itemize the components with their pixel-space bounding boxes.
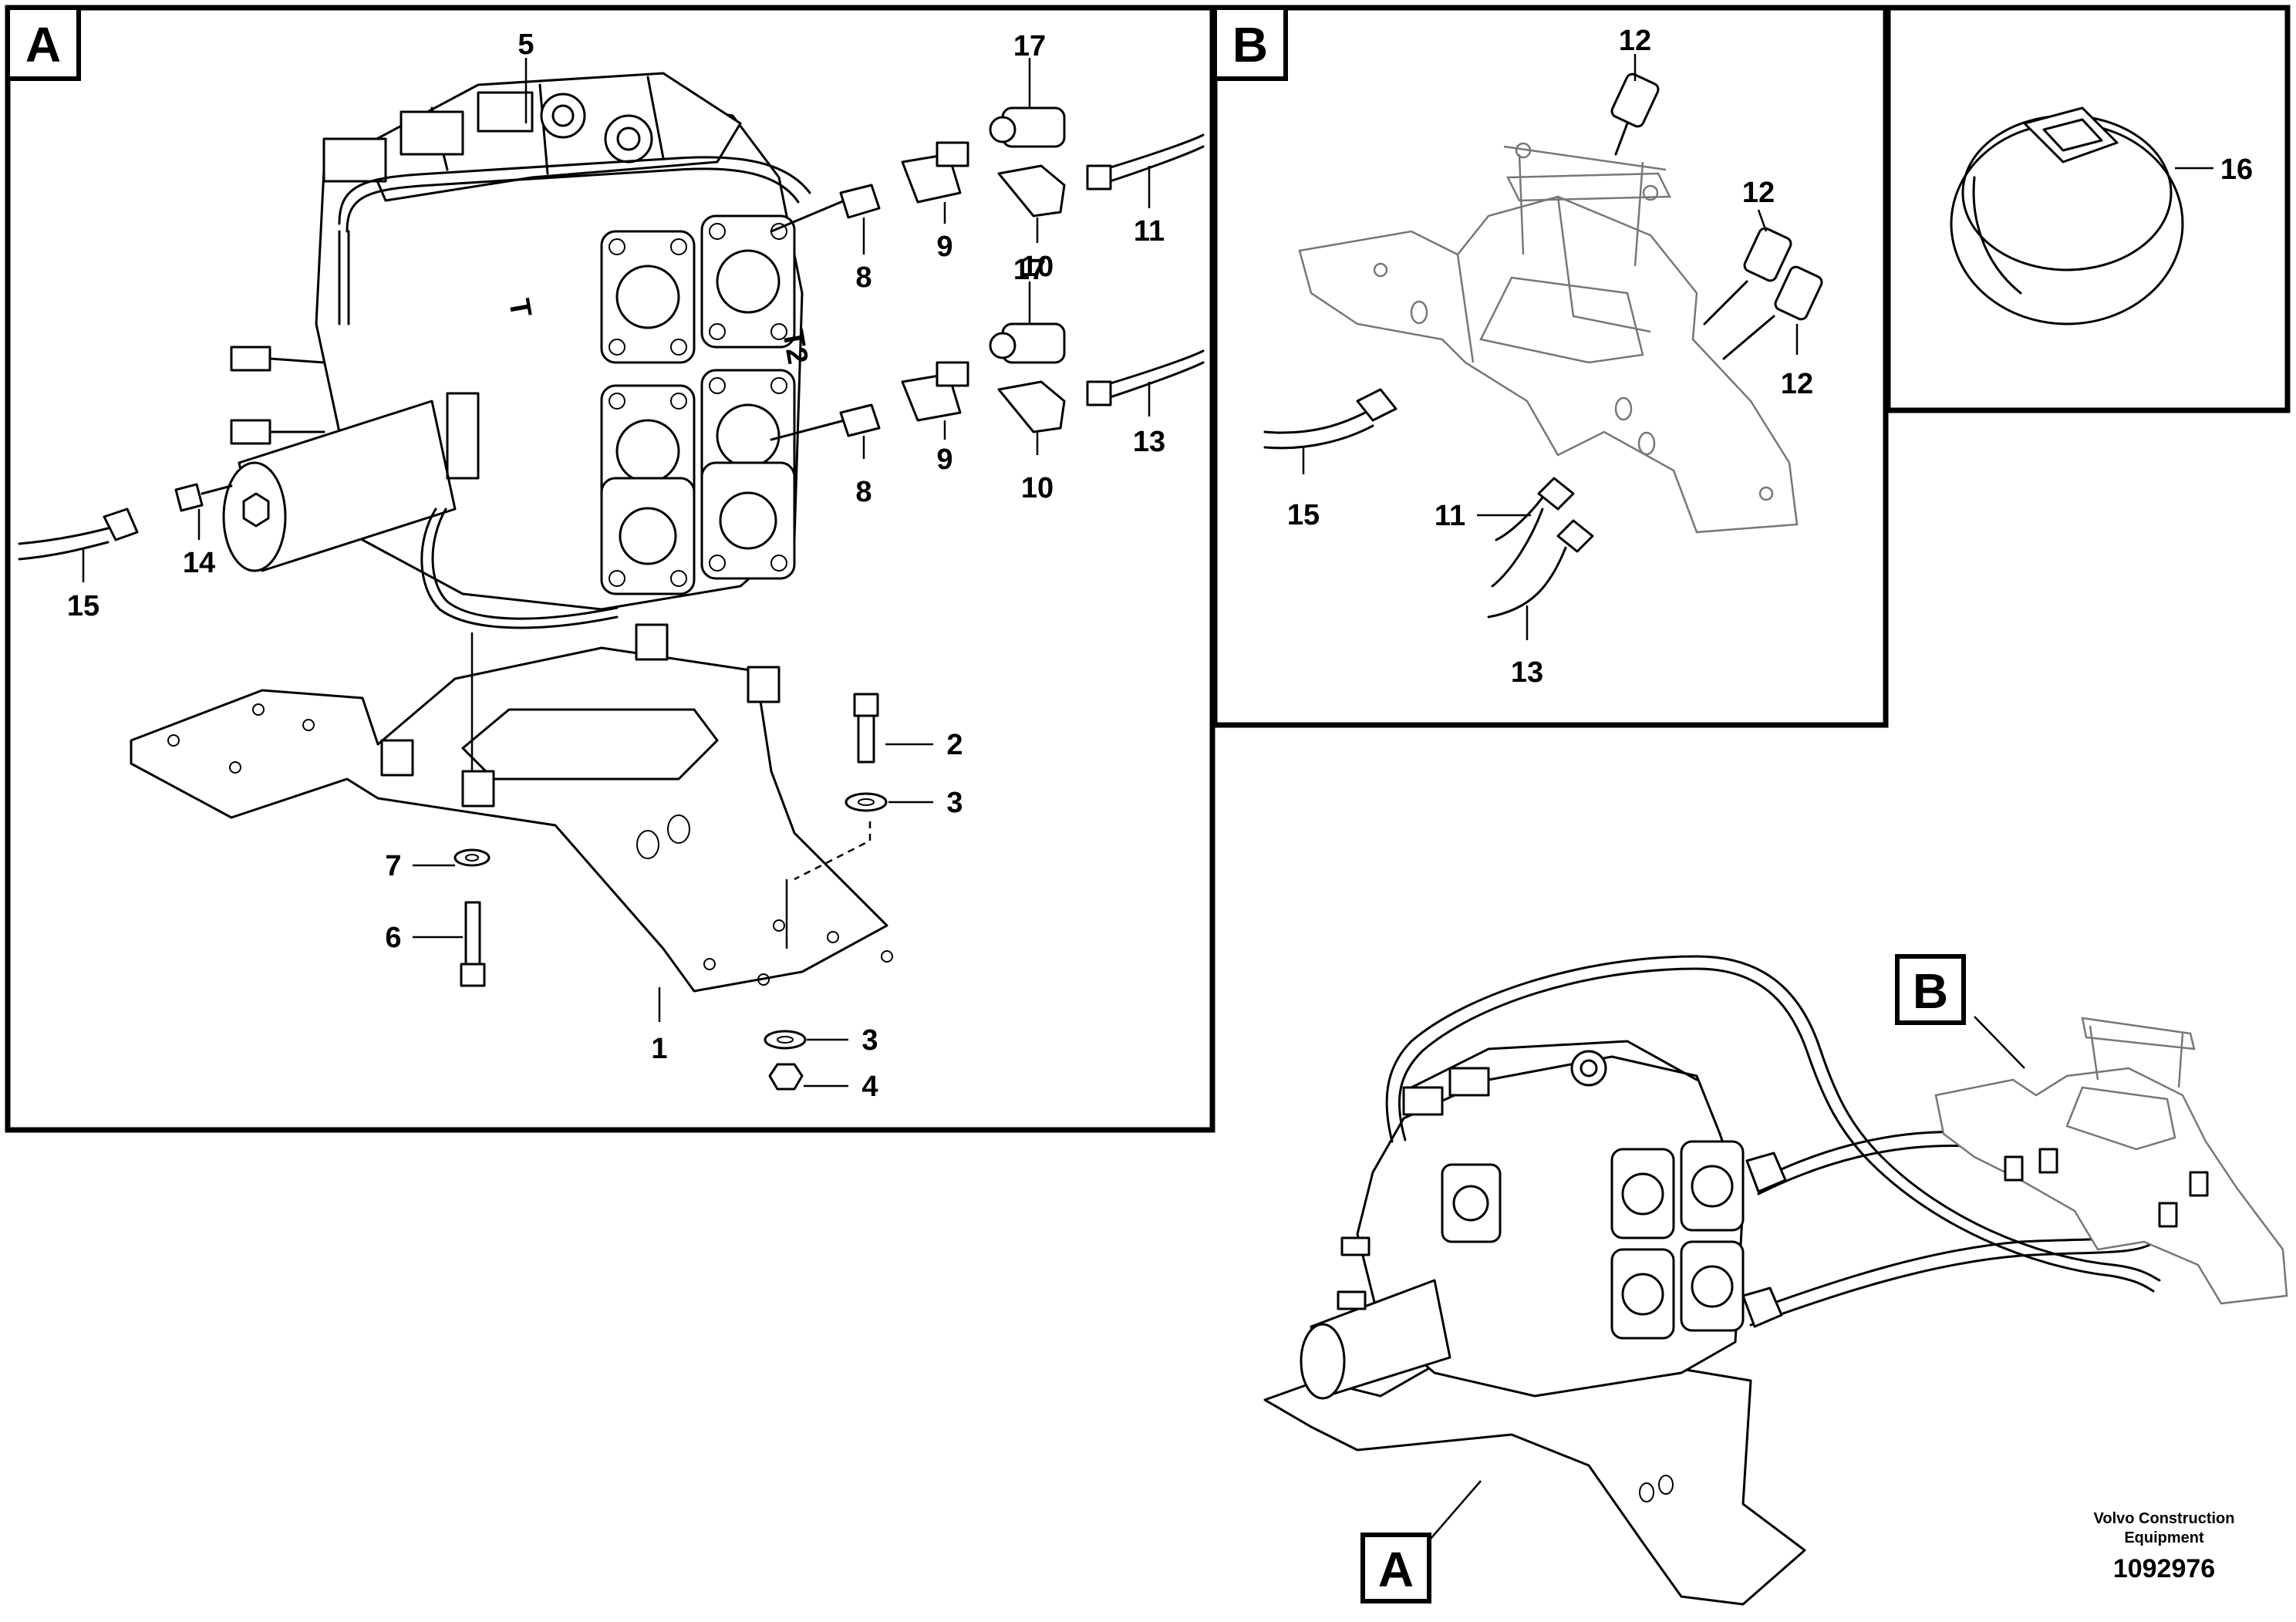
callout-16: 16: [2220, 153, 2253, 186]
callout-b-12-top: 12: [1619, 25, 1651, 57]
callout-b-12-bottom: 12: [1781, 368, 1813, 400]
callout-6: 6: [385, 922, 401, 954]
panel-b-callouts: 12 12 12 15 11 13: [1287, 25, 1813, 689]
svg-text:B: B: [1232, 17, 1268, 73]
callout-b-12-mid: 12: [1742, 177, 1775, 209]
overview-assembly-drawing: [1263, 955, 2288, 1606]
callout-10-lower: 10: [1021, 472, 1054, 504]
sensor-bracket-drawing: [1263, 73, 1823, 619]
hose-15-fitting-14: [18, 483, 233, 561]
svg-text:A: A: [1378, 1542, 1414, 1597]
panel-clamp-callouts: 16: [2175, 153, 2253, 186]
overview-tag-a: A: [1360, 1480, 1482, 1603]
hose-clamp-drawing: [1950, 106, 2184, 325]
sensor-fittings-upper: [770, 106, 1205, 233]
credit-line-2: Equipment: [2124, 1529, 2204, 1546]
callout-b-11: 11: [1435, 500, 1465, 532]
publisher-credit: Volvo Construction Equipment 1092976: [2094, 1510, 2235, 1583]
flange-bolts: [609, 223, 787, 587]
callout-b-13: 13: [1511, 656, 1543, 689]
nut-4: [768, 1063, 804, 1091]
overview-tag-b: B: [1895, 954, 2025, 1069]
washer-7: [453, 848, 491, 867]
svg-text:A: A: [25, 17, 61, 73]
callout-11: 11: [1134, 215, 1165, 248]
callout-b-15: 15: [1287, 499, 1320, 531]
panel-b-tag: B: [1212, 5, 1288, 81]
callout-9-upper: 9: [936, 231, 952, 263]
mounting-bracket-drawing: [130, 623, 893, 993]
bolt-2: [853, 693, 879, 717]
callout-1: 1: [651, 1033, 667, 1065]
svg-text:B: B: [1913, 963, 1948, 1019]
panel-a-tag: A: [5, 5, 81, 81]
callout-14: 14: [183, 547, 215, 579]
callout-15: 15: [67, 590, 99, 622]
panel-clamp-frame: [1885, 5, 2291, 413]
fasteners-drawing: [453, 632, 888, 1091]
bolt-6: [464, 901, 481, 966]
sensor-fittings-lower: [770, 322, 1205, 441]
document-number: 1092976: [2113, 1554, 2215, 1583]
callout-13: 13: [1133, 426, 1165, 458]
panel-a-callouts: 5 17 8 9 10 11 17 8 9 10 13 14 15 2 3 7 …: [67, 29, 1165, 1103]
callout-8-lower: 8: [855, 476, 872, 508]
callout-17-upper: 17: [1013, 30, 1046, 62]
callout-3-upper: 3: [946, 787, 963, 819]
callout-3-lower: 3: [861, 1024, 878, 1057]
valve-flanges: [600, 214, 796, 595]
callout-9-lower: 9: [936, 443, 952, 476]
callout-4: 4: [861, 1071, 878, 1103]
washer-3-lower: [764, 1030, 807, 1050]
callout-7: 7: [385, 850, 401, 882]
callout-5: 5: [518, 29, 534, 61]
callout-8-upper: 8: [855, 261, 872, 294]
callout-17-lower: 17: [1013, 254, 1046, 286]
callout-2: 2: [946, 729, 963, 761]
port-t2-marking: T2: [776, 327, 814, 366]
callout-10-upper: 10: [1021, 251, 1054, 283]
control-valve-drawing: T T2: [222, 72, 814, 629]
credit-line-1: Volvo Construction: [2094, 1510, 2235, 1527]
washer-3-upper: [845, 792, 888, 812]
